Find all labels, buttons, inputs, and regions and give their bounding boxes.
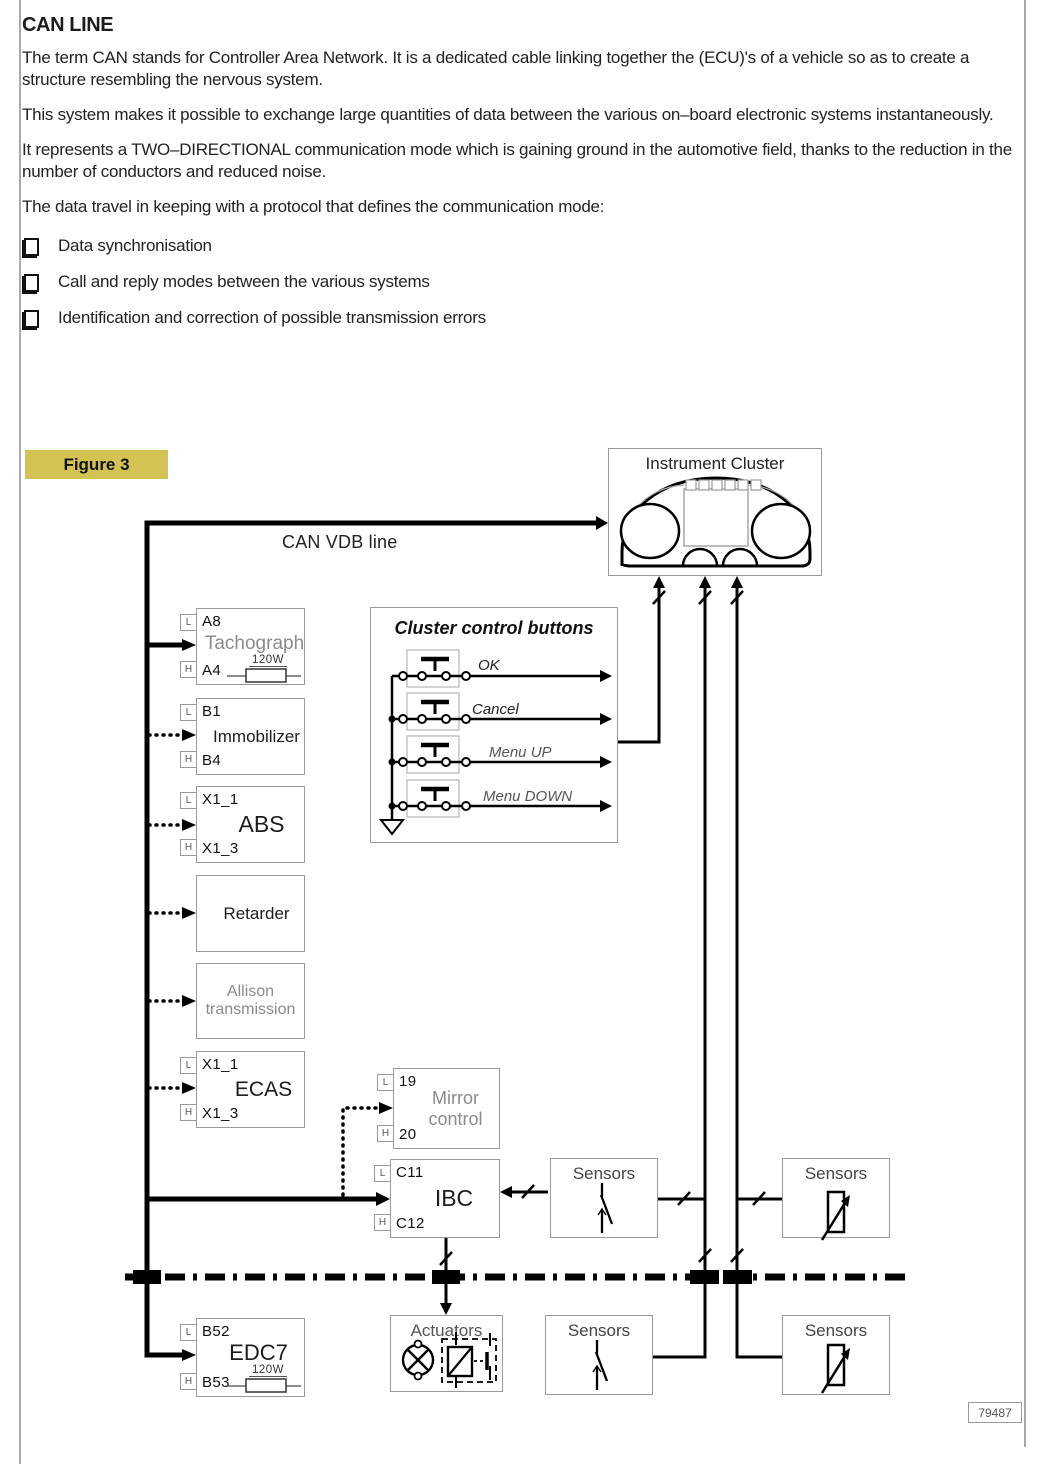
ecu-label-line: Mirror [432,1088,479,1109]
ecu-label-line: Allison [226,983,275,1001]
sensors-box-variable-mid: Sensors [782,1158,890,1238]
ecu-label: Tachograph [204,632,305,654]
ecu-box-abs: L H X1_1 X1_3 ABS [180,786,305,863]
can-high-tab: H [180,661,197,678]
ecu-label: ECAS [234,1077,293,1101]
actuators-label: Actuators [410,1321,483,1340]
pin-label: B53 [202,1374,230,1391]
terminating-resistor-label: 120W [249,654,288,667]
page-right-border [1024,0,1026,1447]
cluster-control-buttons-box: Cluster control buttons OK Cancel Menu U… [370,607,618,843]
intro-text: CAN LINE The term CAN stands for Control… [22,8,1026,344]
ecu-label: Immobilizer [213,726,300,746]
paragraph-2: This system makes it possible to exchang… [22,105,994,124]
can-high-tab: H [180,751,197,768]
dash-dot-separator [125,1270,908,1284]
sensors-box-switch-mid: Sensors [550,1158,658,1238]
ecu-box-ibc: L H C11 C12 IBC [374,1159,500,1238]
bullet-item: Data synchronisation [24,236,1026,256]
cluster-harness-wires [653,576,782,1359]
ecu-label: EDC7 [229,1340,288,1366]
can-high-tab: H [377,1125,394,1142]
can-low-tab: L [374,1165,391,1182]
can-high-tab: H [180,1373,197,1390]
menu-down-button-label: Menu DOWN [483,788,573,805]
ecu-box-tachograph: L H A8 A4 Tachograph 120W [180,608,305,685]
terminating-resistor-label: 120W [249,1364,288,1377]
ecu-label-line: transmission [205,1001,296,1018]
ecu-box-mirror-control: L H 19 20 Mirror control [377,1068,500,1149]
ecu-box-allison-transmission: Allison transmission [196,963,305,1039]
bullet-text: Identification and correction of possibl… [58,308,486,327]
bullet-text: Data synchronisation [58,236,212,255]
checkbox-bullet-icon [24,310,39,328]
sensors-to-ibc-wire [500,1184,548,1199]
can-high-tab: H [180,1104,197,1121]
sensors-label: Sensors [804,1321,868,1340]
ecu-box-immobilizer: L H B1 B4 Immobilizer [180,698,305,775]
checkbox-bullet-icon [24,274,39,292]
ecu-label-line: control [428,1108,483,1129]
can-high-tab: H [180,839,197,856]
sensors-label: Sensors [804,1164,868,1183]
menu-up-button-label: Menu UP [489,744,552,761]
bullet-text: Call and reply modes between the various… [58,272,430,291]
can-low-tab: L [180,1057,197,1074]
ecu-box-edc7: L H B52 B53 EDC7 120W [180,1318,305,1397]
paragraph-3: It represents a TWO–DIRECTIONAL communic… [22,140,1012,181]
instrument-cluster-box: Instrument Cluster [608,448,822,576]
figure-ref-number: 79487 [968,1402,1022,1423]
can-high-tab: H [374,1214,391,1231]
can-low-tab: L [180,614,197,631]
paragraph-1: The term CAN stands for Controller Area … [22,48,970,89]
ecu-label: IBC [434,1184,474,1211]
bullet-item: Identification and correction of possibl… [24,308,1026,328]
cluster-buttons-title: Cluster control buttons [394,618,594,638]
sensors-box-switch-bottom: Sensors [545,1315,653,1395]
paragraph-4: The data travel in keeping with a protoc… [22,197,605,216]
checkbox-bullet-icon [24,238,39,256]
page-title: CAN LINE [22,14,114,36]
sensors-box-variable-bottom: Sensors [782,1315,890,1395]
buttons-to-cluster-wire [618,576,666,744]
can-low-tab: L [180,792,197,809]
sensors-label: Sensors [572,1164,636,1183]
page-left-border [19,0,21,1464]
ecu-box-retarder: Retarder [196,875,305,952]
bullet-item: Call and reply modes between the various… [24,272,1026,292]
can-vdb-line-label: CAN VDB line [282,532,398,552]
cancel-button-label: Cancel [472,701,519,718]
ok-button-label: OK [478,657,500,674]
can-low-tab: L [377,1074,394,1091]
ecu-box-ecas: L H X1_1 X1_3 ECAS [180,1051,305,1128]
ibc-to-actuators-wire [439,1238,453,1315]
ecu-label: ABS [238,810,285,837]
figure-label: Figure 3 [25,450,168,479]
sensors-label: Sensors [567,1321,631,1340]
actuators-box: Actuators [390,1315,503,1392]
can-low-tab: L [180,1324,197,1341]
instrument-cluster-title: Instrument Cluster [645,454,785,473]
ecu-label: Retarder [223,903,290,923]
can-low-tab: L [180,704,197,721]
